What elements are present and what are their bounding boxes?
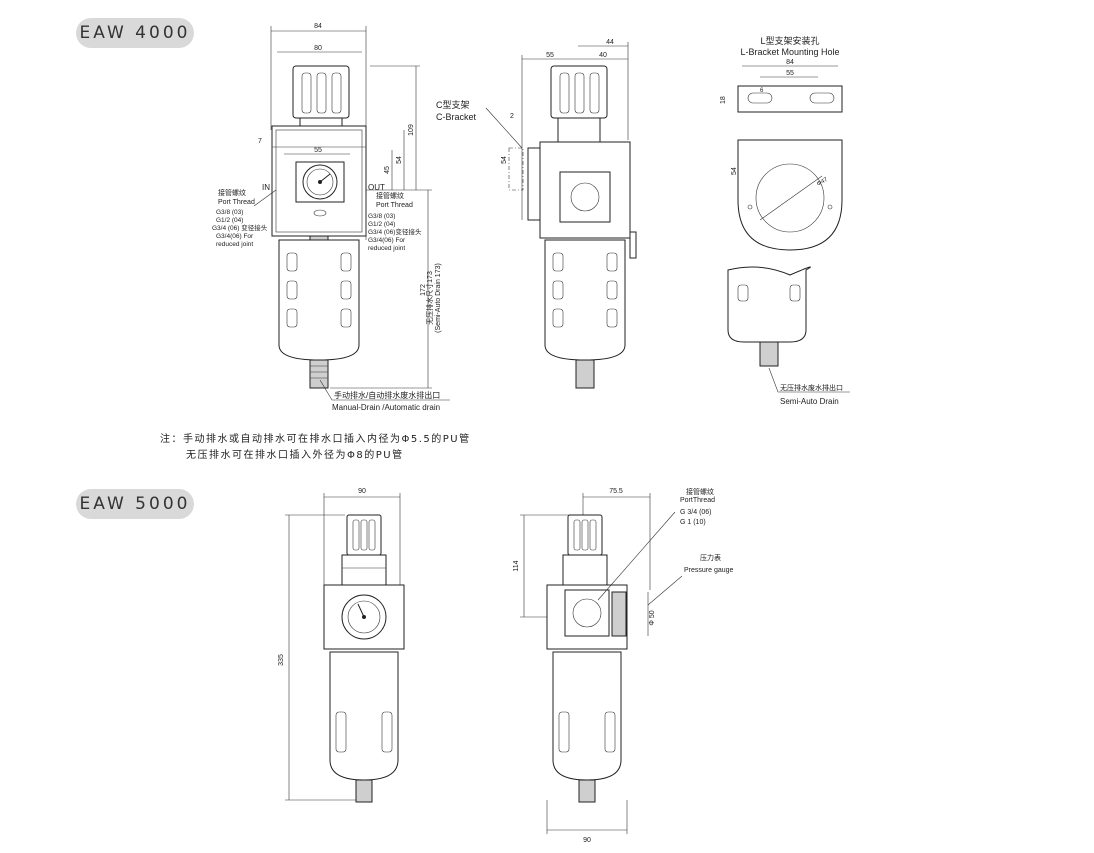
eaw5000-side-view: 75.5 114 Φ 50 90 接管螺纹 PortThread G 3/4 (… xyxy=(513,487,734,844)
dim-84: 84 xyxy=(314,23,322,30)
label-out: OUT xyxy=(368,183,385,192)
c-bracket-cn: C型支架 xyxy=(436,99,470,110)
dim-55-side: 55 xyxy=(546,52,554,59)
l-bracket-title-en: L-Bracket Mounting Hole xyxy=(740,47,839,57)
semi-auto-en: (Semi-Auto Drain 173) xyxy=(435,263,442,333)
dim-114: 114 xyxy=(513,560,520,571)
dim-54-side: 54 xyxy=(501,156,508,164)
svg-text:reduced joint: reduced joint xyxy=(216,241,253,248)
semi-auto-drain-en: Semi-Auto Drain xyxy=(780,397,839,406)
port-thread-cn-left: 接管螺纹 xyxy=(218,188,246,197)
svg-text:reduced joint: reduced joint xyxy=(368,245,405,252)
label-in: IN xyxy=(262,183,270,192)
dim-54-bracket: 54 xyxy=(731,167,738,175)
note-line-2: 无压排水可在排水口插入外径为Φ8的PU管 xyxy=(186,450,404,461)
dim-hole: Φ47 xyxy=(816,176,829,187)
dim-54: 54 xyxy=(396,156,403,164)
dim-109: 109 xyxy=(408,124,415,136)
svg-text:G3/8 (03): G3/8 (03) xyxy=(216,209,243,216)
dim-335: 335 xyxy=(278,654,285,666)
dim-84-bracket: 84 xyxy=(786,59,794,66)
svg-text:G3/8 (03): G3/8 (03) xyxy=(368,213,395,220)
svg-text:G 3/4 (06): G 3/4 (06) xyxy=(680,509,712,516)
dim-2: 2 xyxy=(510,113,514,120)
svg-text:G3/4 (06) 变径接头: G3/4 (06) 变径接头 xyxy=(212,223,268,232)
l-bracket-view: L型支架安装孔 L-Bracket Mounting Hole 84 55 18… xyxy=(720,35,850,406)
eaw4000-front-view: 84 80 55 7 IN OUT xyxy=(212,23,450,412)
model-label-eaw4000: EAW 4000 xyxy=(76,18,194,48)
port-thread-en-left: Port Thread xyxy=(218,199,255,206)
drain-label-en: Manual-Drain /Automatic drain xyxy=(332,403,440,412)
l-bracket-title-cn: L型支架安装孔 xyxy=(760,35,819,46)
dim-phi50: Φ 50 xyxy=(649,610,656,625)
svg-text:G 1 (10): G 1 (10) xyxy=(680,519,706,526)
note-line-1: 注：手动排水或自动排水可在排水口插入内径为Φ5.5的PU管 xyxy=(160,434,471,445)
eaw4000-side-view: 44 55 40 C型支架 C-Bracket 2 54 xyxy=(436,39,637,389)
c-bracket-en: C-Bracket xyxy=(436,112,477,122)
dim-18: 18 xyxy=(720,96,727,104)
dim-44: 44 xyxy=(606,39,614,46)
port-thread-en-5000: PortThread xyxy=(680,497,715,504)
dim-7: 7 xyxy=(258,138,262,145)
svg-text:G3/4 (06)变径接头: G3/4 (06)变径接头 xyxy=(368,227,422,236)
dim-45: 45 xyxy=(384,166,391,174)
dim-55: 55 xyxy=(314,147,322,154)
dim-40: 40 xyxy=(599,52,607,59)
port-thread-cn-5000: 接管螺纹 xyxy=(686,487,714,496)
semi-auto-drain-cn: 无压排水废水排出口 xyxy=(780,383,843,392)
gauge-cn: 压力表 xyxy=(700,553,721,562)
port-thread-cn-right: 接管螺纹 xyxy=(376,191,404,200)
model-label-eaw5000: EAW 5000 xyxy=(76,489,194,519)
semi-auto-cn: 无压排水尺寸173 xyxy=(425,271,434,325)
dim-55-bracket: 55 xyxy=(786,70,794,77)
port-thread-en-right: Port Thread xyxy=(376,202,413,209)
dim-90-side: 90 xyxy=(583,837,591,844)
eaw5000-front-view: 90 335 xyxy=(278,488,405,803)
dim-90-front: 90 xyxy=(358,488,366,495)
svg-text:G1/2 (04): G1/2 (04) xyxy=(216,217,243,224)
svg-text:G3/4(06) For: G3/4(06) For xyxy=(216,233,254,240)
svg-text:G1/2 (04): G1/2 (04) xyxy=(368,221,395,228)
dim-75-5: 75.5 xyxy=(609,488,623,495)
gauge-en: Pressure gauge xyxy=(684,567,734,574)
svg-text:G3/4(06) For: G3/4(06) For xyxy=(368,237,406,244)
dim-80: 80 xyxy=(314,45,322,52)
dim-172: 172 xyxy=(420,284,427,296)
dim-6: 6 xyxy=(760,88,764,94)
drain-label-cn: 手动排水/自动排水废水排出口 xyxy=(334,390,440,400)
